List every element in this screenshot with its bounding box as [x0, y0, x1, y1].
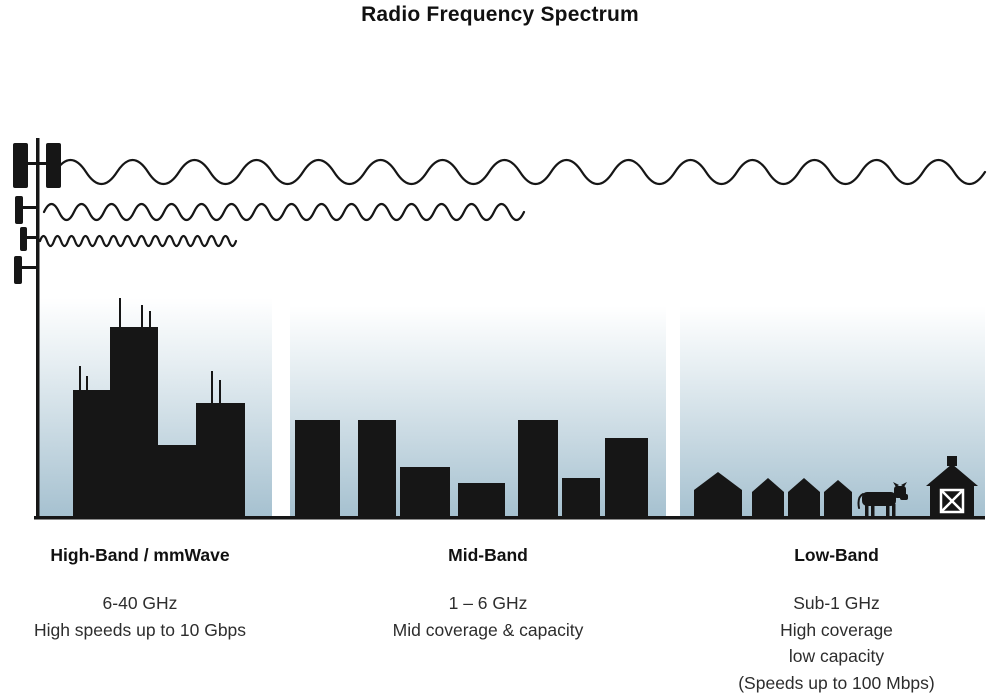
- band-desc-low-3: (Speeds up to 100 Mbps): [738, 672, 935, 693]
- rooftop-antenna-icon: [86, 376, 88, 392]
- band-name-high: High-Band / mmWave: [50, 545, 230, 565]
- band-name-low: Low-Band: [794, 545, 879, 565]
- rooftop-antenna-icon: [219, 380, 221, 405]
- band-name-mid: Mid-Band: [448, 545, 528, 565]
- cell-tower-icon: [13, 138, 61, 518]
- barn-icon: [926, 456, 978, 518]
- house-icon: [824, 480, 852, 518]
- rooftop-antenna-icon: [79, 366, 81, 392]
- band-desc-high: High speeds up to 10 Gbps: [33, 619, 247, 640]
- band-freq-high: 6-40 GHz: [102, 593, 178, 613]
- house-icon: [752, 478, 784, 518]
- rooftop-antenna-icon: [211, 371, 213, 405]
- band-label-high: High-Band / mmWave 6-40 GHz High speeds …: [5, 545, 275, 643]
- low-frequency-wave: [53, 158, 987, 186]
- band-freq-low: Sub-1 GHz: [793, 593, 880, 613]
- house-icon: [694, 472, 742, 518]
- city-skyline: [73, 298, 245, 518]
- house-icon: [788, 478, 820, 518]
- spectrum-illustration: [13, 138, 987, 520]
- page-title: Radio Frequency Spectrum: [361, 3, 639, 26]
- radio-waves: [38, 158, 987, 248]
- barn-door-crossbuck: [939, 488, 965, 514]
- band-freq-mid: 1 – 6 GHz: [448, 593, 528, 613]
- band-label-low: Low-Band Sub-1 GHz High coverage low cap…: [688, 545, 985, 696]
- rooftop-antenna-icon: [119, 298, 121, 329]
- high-frequency-wave: [38, 234, 238, 248]
- midrise-buildings: [295, 420, 648, 518]
- band-label-mid: Mid-Band 1 – 6 GHz Mid coverage & capaci…: [348, 545, 628, 643]
- ground-line: [34, 516, 985, 520]
- rural-houses: [694, 472, 852, 518]
- rooftop-antenna-icon: [141, 305, 143, 329]
- band-desc-low-1: High coverage: [780, 619, 893, 640]
- mid-frequency-wave: [42, 202, 526, 222]
- rooftop-antenna-icon: [149, 311, 151, 329]
- band-desc-low-2: low capacity: [788, 646, 885, 666]
- cow-icon: [857, 482, 908, 517]
- band-desc-mid: Mid coverage & capacity: [392, 619, 584, 640]
